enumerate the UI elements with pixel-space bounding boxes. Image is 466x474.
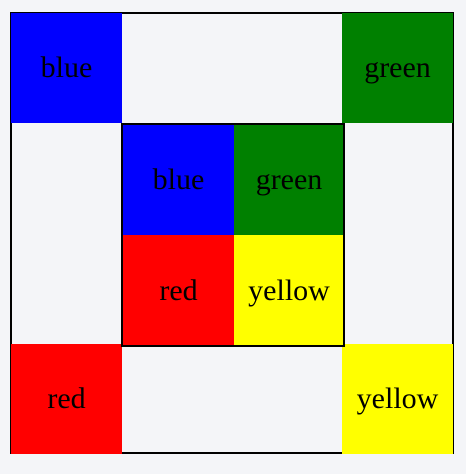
inner-cell-yellow: yellow [234, 235, 344, 346]
outer-frame [10, 12, 454, 454]
inner-cell-red: red [123, 235, 234, 346]
corner-cell-red: red [11, 344, 122, 454]
corner-cell-green: green [342, 13, 453, 123]
corner-cell-yellow: yellow [342, 344, 453, 454]
corner-cell-blue: blue [11, 13, 122, 123]
inner-cell-green: green [234, 125, 344, 235]
inner-cell-blue: blue [123, 125, 234, 235]
